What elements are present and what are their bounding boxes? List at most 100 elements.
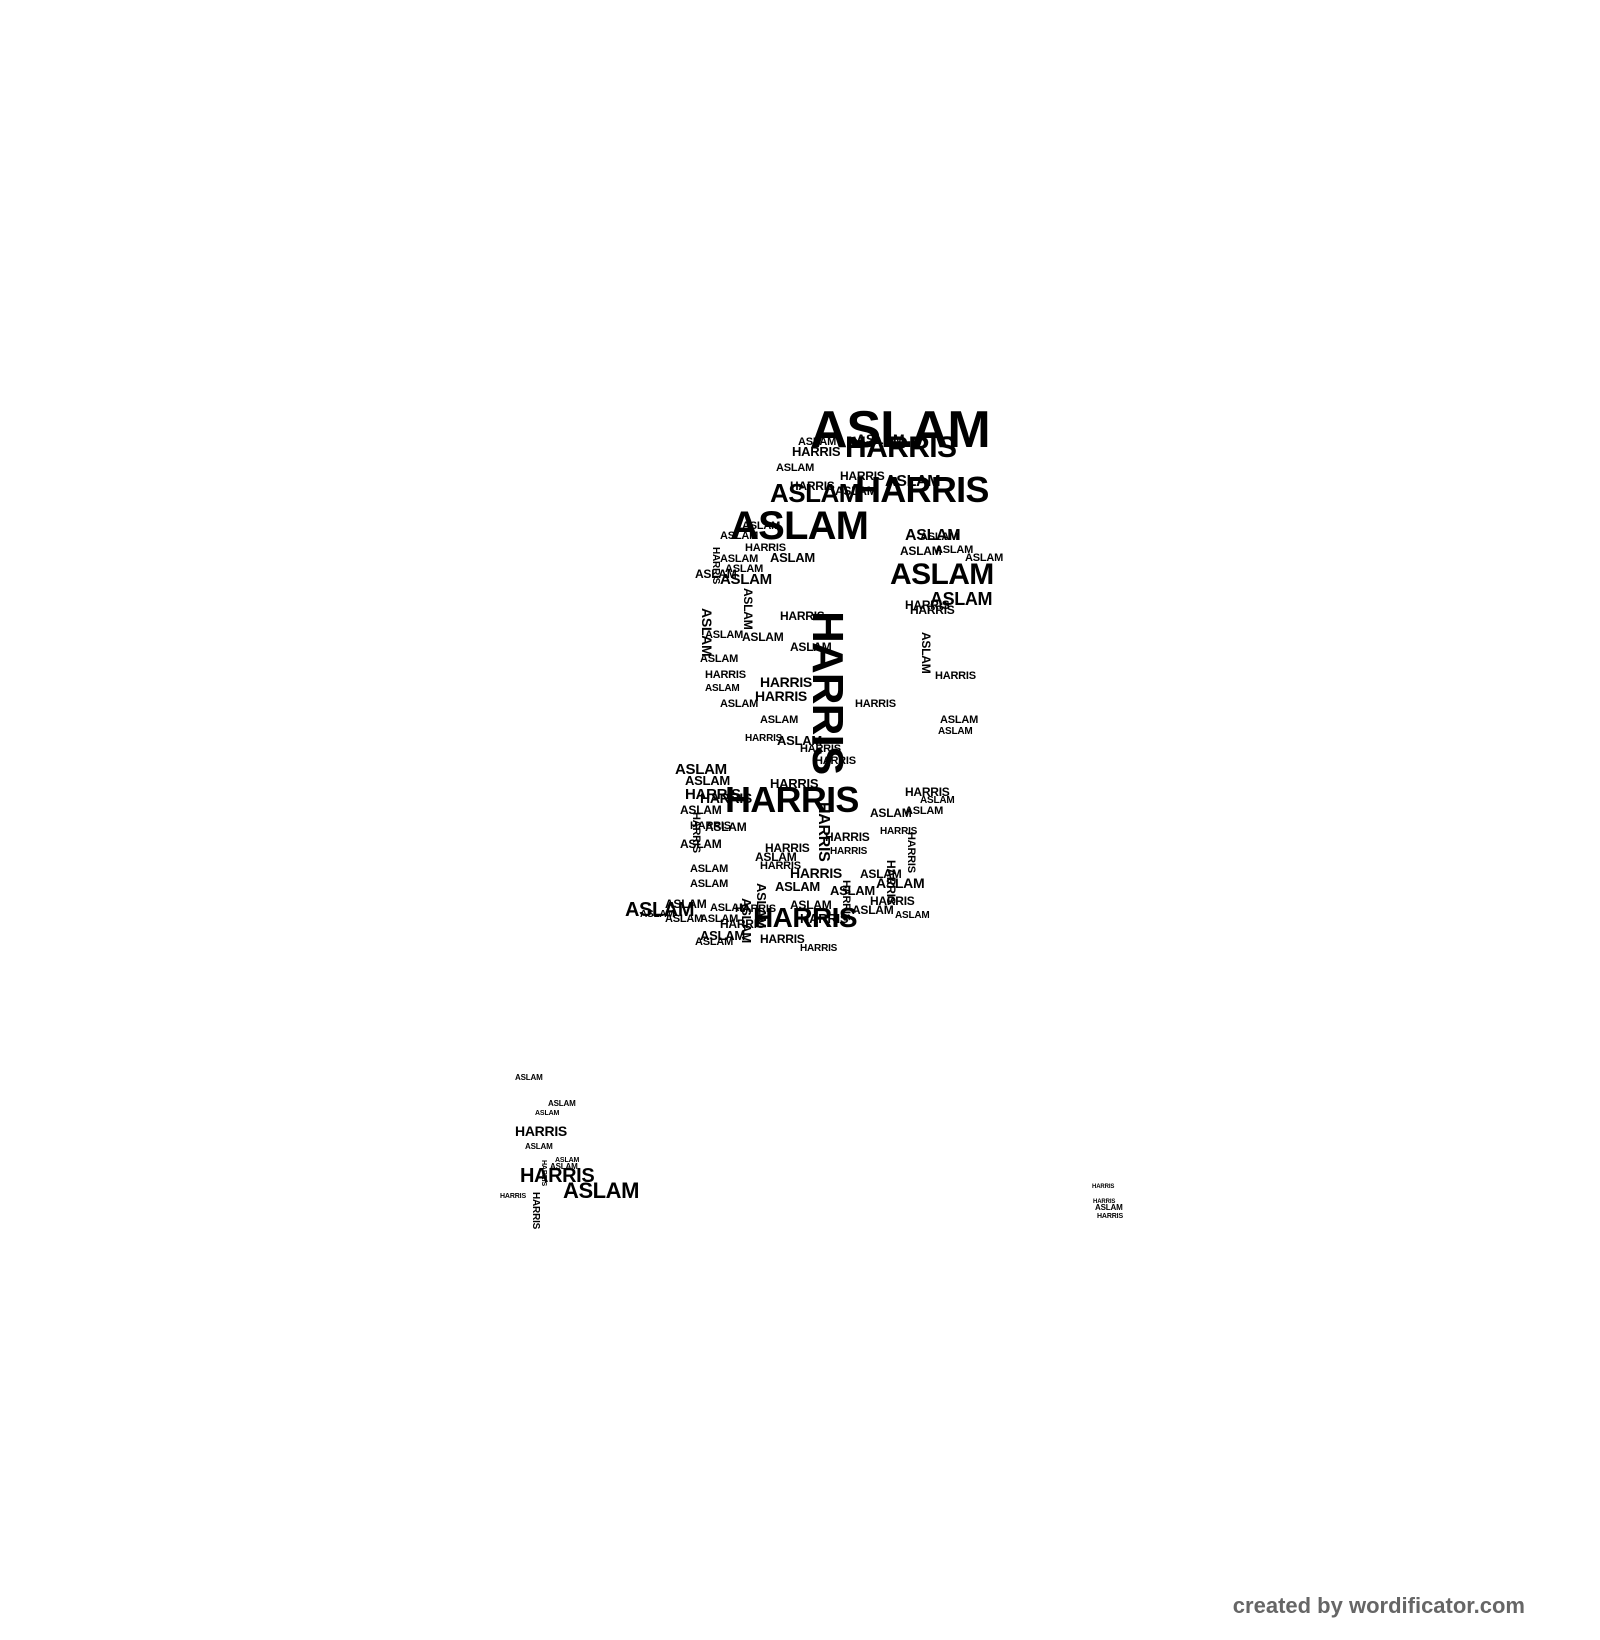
cloud-word: ASLAM xyxy=(730,504,869,548)
cloud-word: ASLAM xyxy=(710,902,749,914)
cloud-word: HARRIS xyxy=(800,943,838,954)
cloud-word: ASLAM xyxy=(535,1110,560,1117)
cloud-word: ASLAM xyxy=(798,436,837,448)
cloud-word: ASLAM xyxy=(515,1073,543,1082)
cloud-word: ASLAM xyxy=(770,550,815,565)
cloud-word: ASLAM xyxy=(720,698,759,710)
cloud-word: ASLAM xyxy=(705,683,740,694)
cloud-word: ASLAM xyxy=(690,878,729,890)
cloud-word: HARRIS xyxy=(1093,1199,1116,1205)
cloud-word: ASLAM xyxy=(720,530,759,542)
cloud-word: HARRIS xyxy=(800,743,841,755)
cloud-word: HARRIS xyxy=(685,786,741,803)
cloud-word: ASLAM xyxy=(930,589,993,609)
cloud-word: ASLAM xyxy=(777,733,822,748)
cloud-word: ASLAM xyxy=(935,544,974,556)
cloud-word: ASLAM xyxy=(876,875,925,891)
cloud-word: ASLAM xyxy=(835,484,877,498)
cloud-word: ASLAM xyxy=(856,431,905,447)
cloud-word: ASLAM xyxy=(675,761,727,778)
cloud-word: ASLAM xyxy=(885,473,941,490)
cloud-word: HARRIS xyxy=(840,469,885,483)
cloud-word: HARRIS xyxy=(790,865,842,881)
cloud-word: HARRIS xyxy=(845,431,957,464)
cloud-word: HARRIS xyxy=(790,479,835,493)
cloud-word: ASLAM xyxy=(776,462,815,474)
cloud-word: ASLAM xyxy=(790,898,832,912)
cloud-word: ASLAM xyxy=(830,883,875,898)
cloud-word: HARRIS xyxy=(765,841,810,855)
cloud-word: ASLAM xyxy=(895,910,930,921)
cloud-word: ASLAM xyxy=(742,520,781,532)
cloud-word: HARRIS xyxy=(792,444,841,459)
cloud-word: ASLAM xyxy=(860,867,902,881)
cloud-word: ASLAM xyxy=(525,1142,553,1151)
cloud-word: ASLAM xyxy=(695,936,734,948)
cloud-word: ASLAM xyxy=(680,837,722,851)
cloud-word: ASLAM xyxy=(760,714,799,726)
cloud-word: HARRIS xyxy=(720,917,765,931)
cloud-word: ASLAM xyxy=(755,850,797,864)
cloud-word: HARRIS xyxy=(1097,1213,1123,1220)
cloud-word: HARRIS xyxy=(1092,1184,1115,1190)
cloud-word: HARRIS xyxy=(780,609,825,623)
cloud-word: ASLAM xyxy=(665,897,707,911)
cloud-word: ASLAM xyxy=(625,899,695,921)
cloud-word: HARRIS xyxy=(830,846,868,857)
cloud-word: ASLAM xyxy=(790,640,832,654)
cloud-word: HARRIS xyxy=(870,894,915,908)
cloud-word: HARRIS xyxy=(690,812,702,853)
cloud-word: ASLAM xyxy=(775,879,820,894)
cloud-word: ASLAM xyxy=(905,805,944,817)
cloud-word: HARRIS xyxy=(735,903,776,915)
cloud-word: HARRIS xyxy=(855,698,896,710)
cloud-word: ASLAM xyxy=(680,803,722,817)
cloud-word: HARRIS xyxy=(745,733,783,744)
cloud-word: HARRIS xyxy=(815,755,856,767)
cloud-word: ASLAM xyxy=(720,571,772,588)
cloud-word: ASLAM xyxy=(741,588,755,630)
cloud-word: HARRIS xyxy=(515,1123,567,1139)
cloud-word: HARRIS xyxy=(905,785,950,799)
cloud-word: HARRIS xyxy=(500,1193,526,1200)
cloud-word: ASLAM xyxy=(555,1157,580,1164)
cloud-word: HARRIS xyxy=(530,1192,541,1230)
cloud-word: ASLAM xyxy=(940,714,979,726)
cloud-word: HARRIS xyxy=(760,674,812,690)
cloud-word: HARRIS xyxy=(905,598,950,612)
cloud-word: HARRIS xyxy=(910,603,955,617)
cloud-word: HARRIS xyxy=(855,469,989,510)
cloud-word: ASLAM xyxy=(665,913,704,925)
cloud-word: HARRIS xyxy=(905,832,917,873)
cloud-word: HARRIS xyxy=(880,826,918,837)
cloud-word: ASLAM xyxy=(700,653,739,665)
cloud-word: ASLAM xyxy=(938,726,973,737)
cloud-word: HARRIS xyxy=(760,860,801,872)
cloud-word: ASLAM xyxy=(965,552,1004,564)
cloud-word: HARRIS xyxy=(770,776,819,791)
wordificator-credit: created by wordificator.com xyxy=(1232,1593,1525,1618)
cloud-word: HARRIS xyxy=(825,830,870,844)
cloud-word: HARRIS xyxy=(935,670,976,682)
cloud-word: HARRIS xyxy=(800,911,849,926)
cloud-word: ASLAM xyxy=(890,558,994,591)
cloud-word: ASLAM xyxy=(695,567,737,581)
cloud-word: ASLAM xyxy=(563,1178,640,1203)
cloud-word: ASLAM xyxy=(905,527,961,544)
cloud-word: ASLAM xyxy=(725,563,764,575)
cloud-word: ASLAM xyxy=(705,629,744,641)
cloud-word: HARRIS xyxy=(520,1165,595,1187)
cloud-word: HARRIS xyxy=(705,669,746,681)
cloud-word: ASLAM xyxy=(870,806,912,820)
cloud-word: ASLAM xyxy=(919,632,933,674)
cloud-word: HARRIS xyxy=(755,688,807,704)
cloud-word: HARRIS xyxy=(745,542,786,554)
cloud-word: HARRIS xyxy=(760,932,805,946)
cloud-word: ASLAM xyxy=(1095,1203,1123,1212)
cloud-word: ASLAM xyxy=(700,928,745,943)
cloud-word: ASLAM xyxy=(742,630,784,644)
cloud-word: HARRIS xyxy=(753,902,858,933)
cloud-word: ASLAM xyxy=(690,863,729,875)
cloud-word: HARRIS xyxy=(690,820,731,832)
